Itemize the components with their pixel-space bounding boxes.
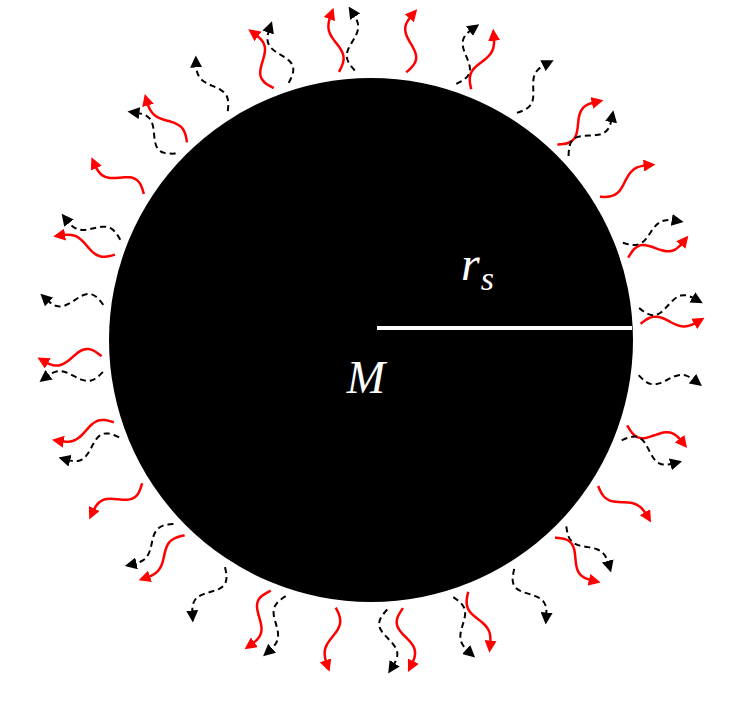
dashed-radiation-arrow (267, 596, 286, 653)
event-horizon (109, 78, 633, 602)
dashed-radiation-arrow (196, 60, 228, 111)
red-radiation-arrow (248, 591, 270, 647)
red-radiation-arrow (405, 13, 416, 72)
red-radiation-arrow (58, 235, 115, 257)
dashed-radiation-arrow (453, 597, 471, 654)
red-radiation-arrow (557, 101, 598, 144)
red-radiation-arrow (57, 420, 114, 442)
red-radiation-arrow (628, 239, 685, 257)
red-radiation-arrow (555, 538, 596, 582)
dashed-radiation-arrow (517, 62, 549, 112)
red-radiation-arrow (328, 12, 343, 72)
red-radiation-arrow (598, 486, 648, 518)
red-radiation-arrow (470, 34, 494, 90)
dashed-radiation-arrow (44, 294, 103, 307)
radius-subscript: s (481, 262, 494, 296)
radius-label: r (461, 240, 480, 288)
dashed-radiation-arrow (347, 11, 358, 71)
red-radiation-arrow (641, 317, 701, 327)
black-hole: Mrs (109, 78, 633, 602)
red-radiation-arrow (467, 592, 491, 648)
dashed-radiation-arrow (456, 27, 475, 84)
red-radiation-arrow (143, 535, 184, 578)
radius-line (377, 326, 632, 330)
red-radiation-arrow (627, 425, 684, 444)
red-radiation-arrow (93, 162, 143, 194)
dashed-radiation-arrow (65, 217, 121, 239)
dashed-radiation-arrow (623, 220, 679, 245)
black-hole-disc (109, 78, 633, 602)
red-radiation-arrow (600, 165, 651, 197)
red-radiation-arrow (42, 349, 102, 366)
dashed-radiation-arrow (63, 433, 119, 461)
dashed-radiation-arrow (622, 437, 678, 465)
dashed-radiation-arrow (513, 569, 547, 620)
red-radiation-arrow (325, 608, 341, 667)
dashed-radiation-arrow (379, 610, 397, 670)
dashed-radiation-arrow (639, 375, 698, 384)
dashed-radiation-arrow (132, 112, 175, 153)
dashed-radiation-arrow (130, 524, 174, 565)
dashed-radiation-arrow (192, 567, 226, 617)
red-radiation-arrow (397, 608, 415, 668)
red-radiation-arrow (146, 99, 187, 143)
red-radiation-arrow (91, 483, 142, 515)
dashed-radiation-arrow (43, 371, 103, 381)
dashed-radiation-arrow (569, 115, 613, 156)
dashed-radiation-arrow (639, 295, 699, 315)
red-radiation-arrow (252, 32, 274, 88)
mass-label: M (347, 355, 385, 401)
dashed-radiation-arrow (267, 26, 293, 83)
